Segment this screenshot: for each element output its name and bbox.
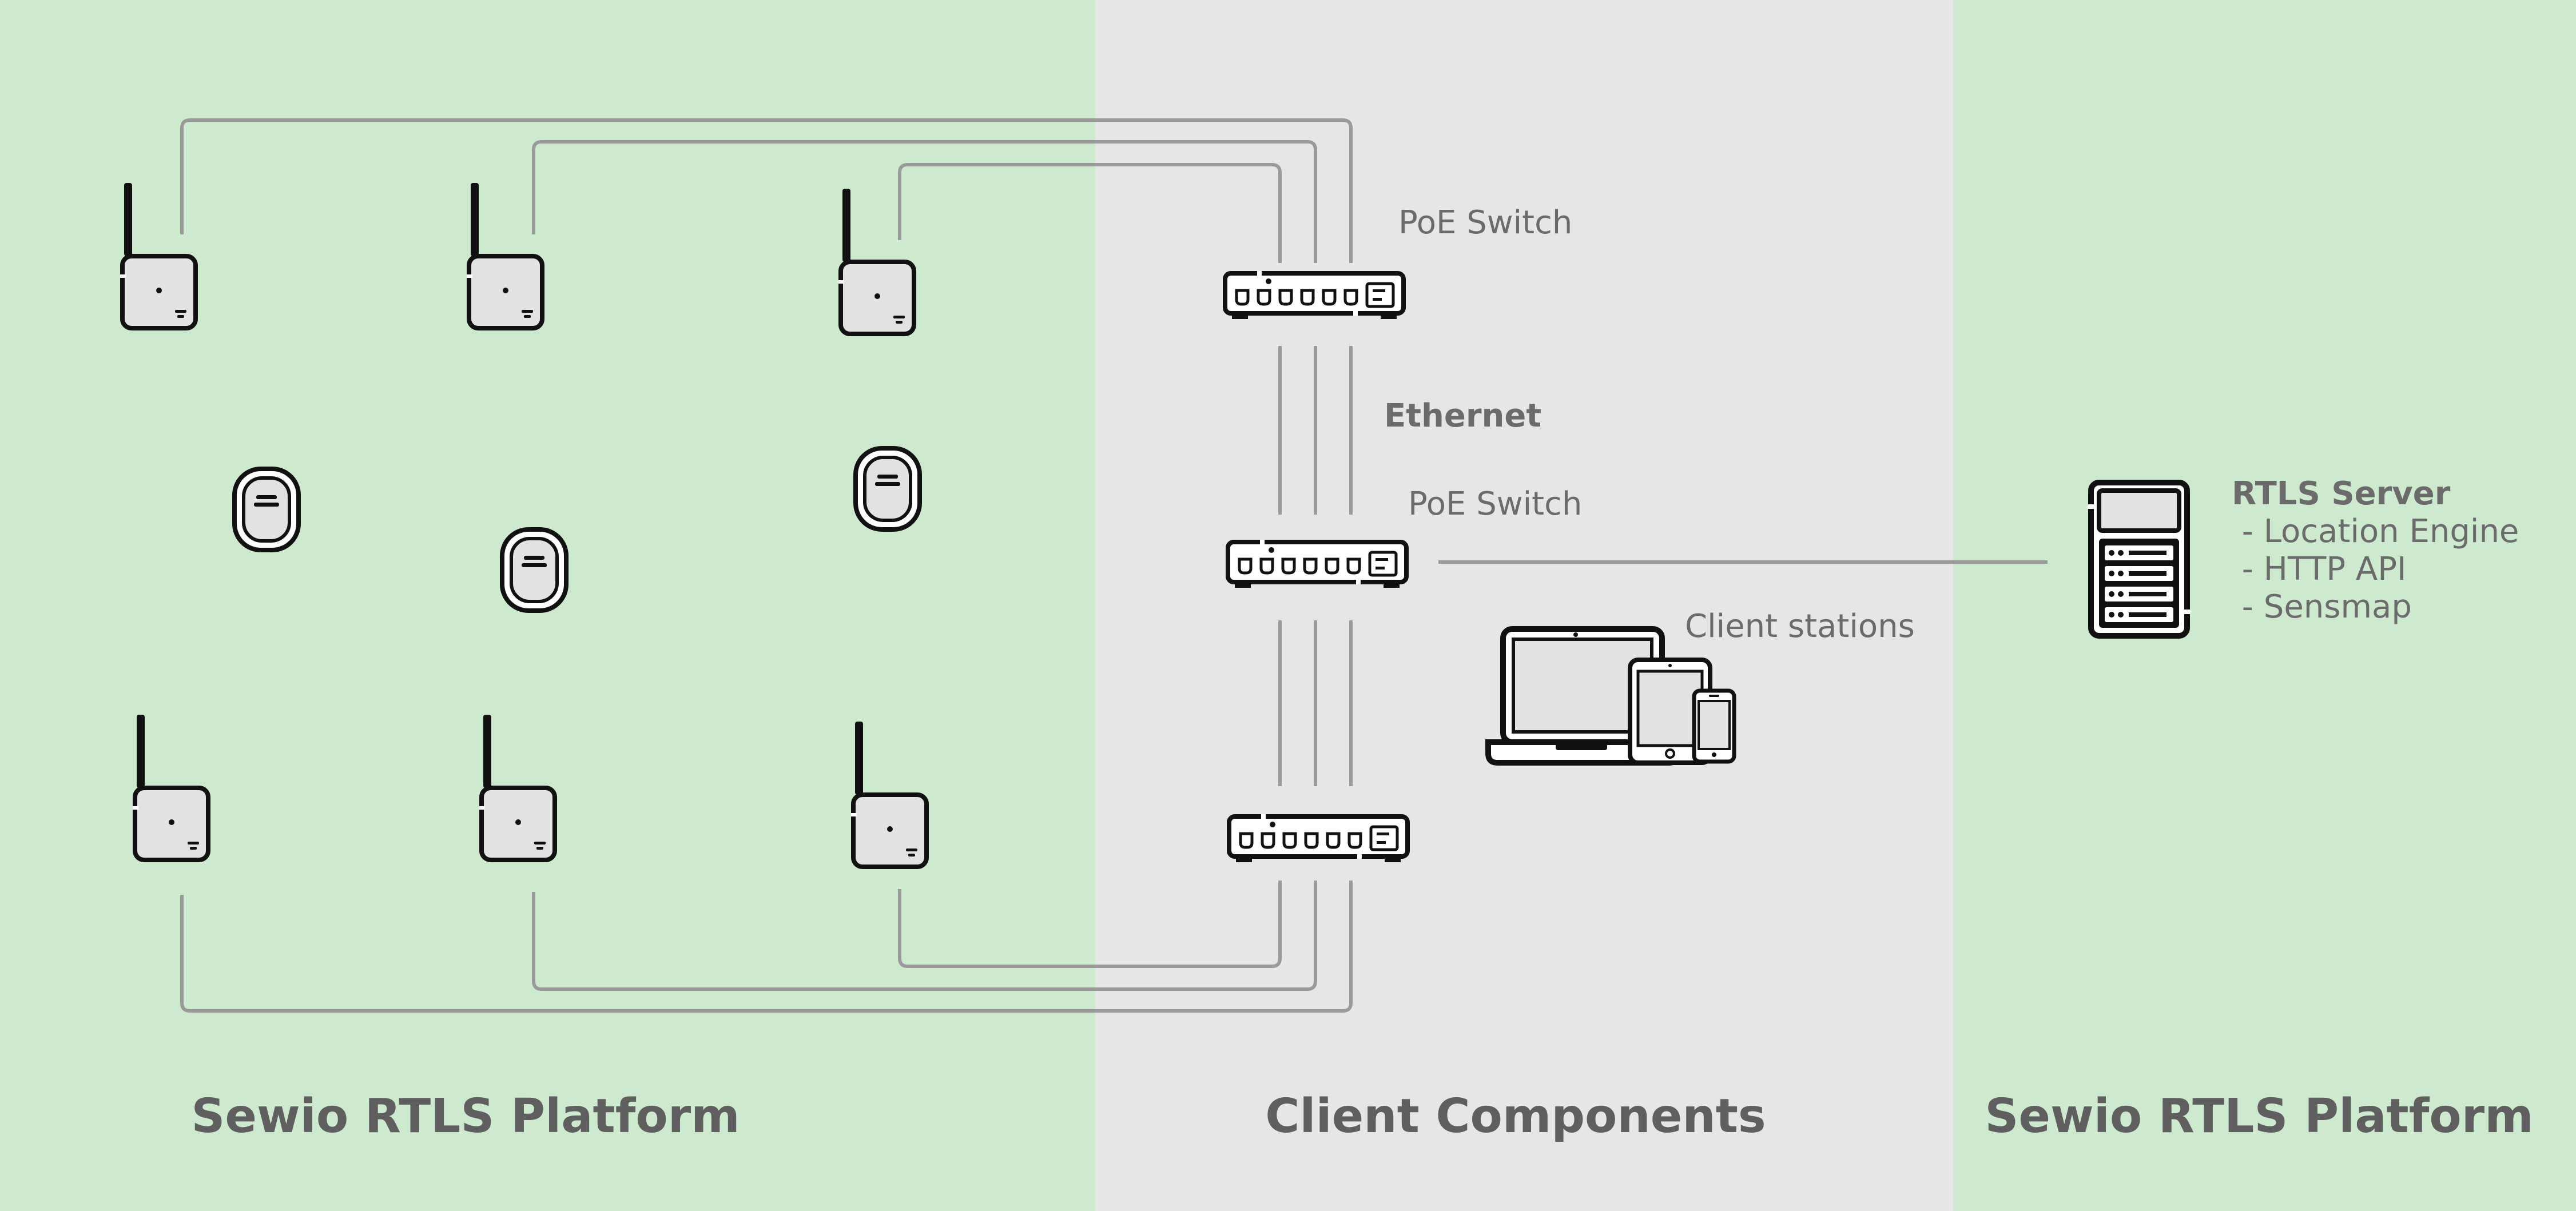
poe-switch-label-top: PoE Switch [1398, 204, 1572, 241]
ethernet-wires-bottom [180, 881, 1353, 1013]
server-icon [2088, 483, 2191, 636]
server-feature-http-api: - HTTP API [2232, 551, 2407, 588]
tag-icon [234, 469, 299, 550]
zone-right-background [1953, 0, 2576, 1211]
tag-icon [856, 448, 920, 529]
server-title: RTLS Server [2232, 475, 2451, 512]
ethernet-wires-top [180, 118, 1353, 263]
client-stations-label: Client stations [1685, 608, 1915, 645]
poe-switch-label-middle: PoE Switch [1408, 485, 1582, 523]
server-feature-location-engine: - Location Engine [2232, 513, 2519, 550]
poe-switch-icon [1225, 271, 1404, 319]
poe-switch-icon [1228, 540, 1406, 588]
zone-title-right: Sewio RTLS Platform [1985, 1089, 2533, 1144]
ethernet-label: Ethernet [1384, 397, 1541, 435]
zone-title-left: Sewio RTLS Platform [191, 1089, 740, 1144]
server-feature-sensmap: - Sensmap [2232, 588, 2412, 626]
zone-title-middle: Client Components [1265, 1089, 1766, 1144]
poe-switch-icon [1229, 814, 1408, 862]
zone-middle-background [1095, 0, 1953, 1211]
phone-icon [1692, 688, 1736, 764]
tag-icon [502, 529, 566, 611]
ethernet-wires-middle [1278, 346, 1353, 786]
